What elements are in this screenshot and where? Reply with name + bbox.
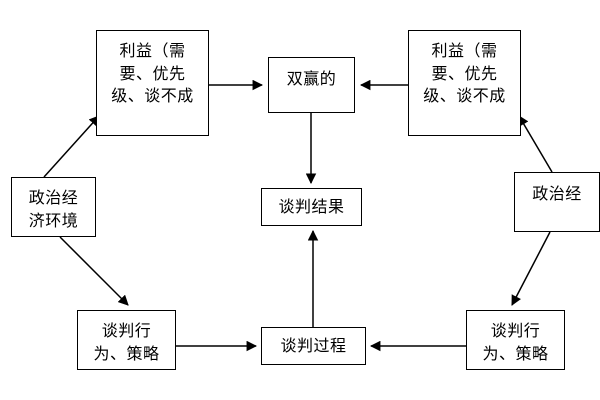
node-label-line: 级、谈不成: [111, 86, 194, 106]
edge-env-right-to-behavior-right: [511, 231, 551, 306]
edge-env-left-to-interests-left: [43, 115, 100, 178]
node-negotiation-process: 谈判过程: [261, 327, 366, 365]
node-interests-right: 利益（需要、优先级、谈不成: [408, 30, 521, 136]
node-label-line: 为、策略: [482, 343, 549, 363]
node-negotiation-result: 谈判结果: [261, 188, 362, 226]
node-label-line: 级、谈不成: [423, 86, 506, 106]
node-negotiation-behavior-right: 谈判行为、策略: [466, 310, 565, 370]
node-label-line: 谈判过程: [280, 335, 347, 355]
node-label-line: 为、策略: [93, 343, 160, 363]
node-negotiation-behavior-left: 谈判行为、策略: [77, 310, 176, 370]
node-win-win: 双赢的: [268, 57, 355, 113]
node-label-line: 要、优先: [119, 63, 186, 83]
node-label-line: 利益（需: [431, 41, 498, 60]
node-political-economic-environment-left: 政治经济环境: [11, 177, 96, 237]
node-label-line: 谈判行: [490, 321, 541, 340]
node-label-line: 济环境: [28, 210, 79, 230]
node-label-line: 利益（需: [119, 41, 186, 60]
node-label-line: 政治经: [28, 188, 79, 207]
node-interests-left: 利益（需要、优先级、谈不成: [96, 30, 209, 136]
node-label-line: 谈判结果: [278, 196, 345, 216]
edge-env-left-to-behavior-left: [59, 236, 129, 306]
node-label-line: 政治经: [532, 184, 582, 203]
node-political-economic-environment-right: 政治经: [514, 172, 600, 232]
node-label-line: 要、优先: [431, 63, 498, 83]
node-label-line: 谈判行: [101, 321, 152, 340]
node-label-line: 双赢的: [286, 69, 337, 88]
edge-env-right-to-interests-right: [518, 115, 553, 173]
